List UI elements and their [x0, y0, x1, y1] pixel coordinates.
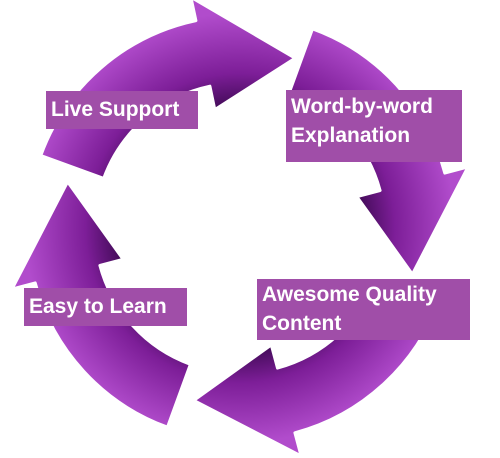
arrow-top-icon: [39, 0, 297, 180]
step-label-live-support: Live Support: [46, 91, 198, 129]
step-label-easy-to-learn: Easy to Learn: [24, 288, 187, 326]
step-label-word-by-word-explanation: Word-by-word Explanation: [286, 90, 462, 162]
step-label-awesome-quality-content: Awesome Quality Content: [257, 279, 470, 340]
